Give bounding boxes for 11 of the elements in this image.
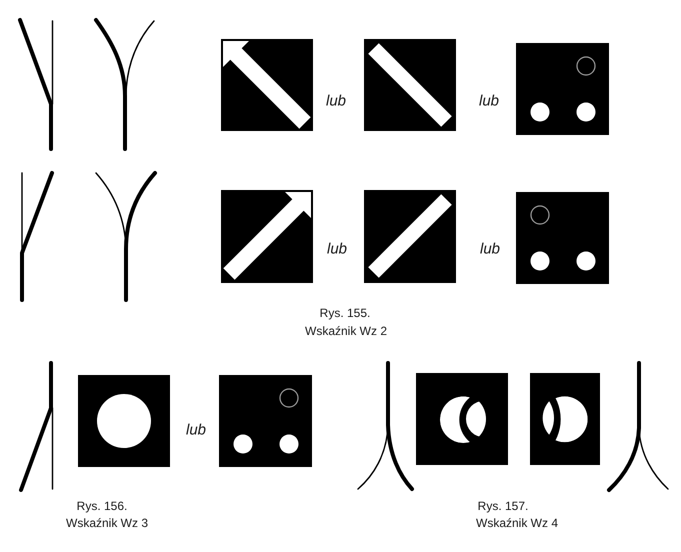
figure-number: Rys. 157. — [478, 500, 528, 514]
figure-title: Wskaźnik Wz 3 — [66, 517, 148, 531]
or-text: lub — [480, 240, 500, 258]
figure-number: Rys. 155. — [320, 307, 370, 321]
figure-title: Wskaźnik Wz 2 — [305, 325, 387, 339]
or-text: lub — [186, 421, 206, 439]
or-text: lub — [326, 92, 346, 110]
or-text: lub — [326, 240, 348, 258]
figure-number: Rys. 156. — [76, 500, 128, 514]
or-text: lub — [478, 92, 500, 110]
figure-title: Wskaźnik Wz 4 — [476, 517, 558, 531]
